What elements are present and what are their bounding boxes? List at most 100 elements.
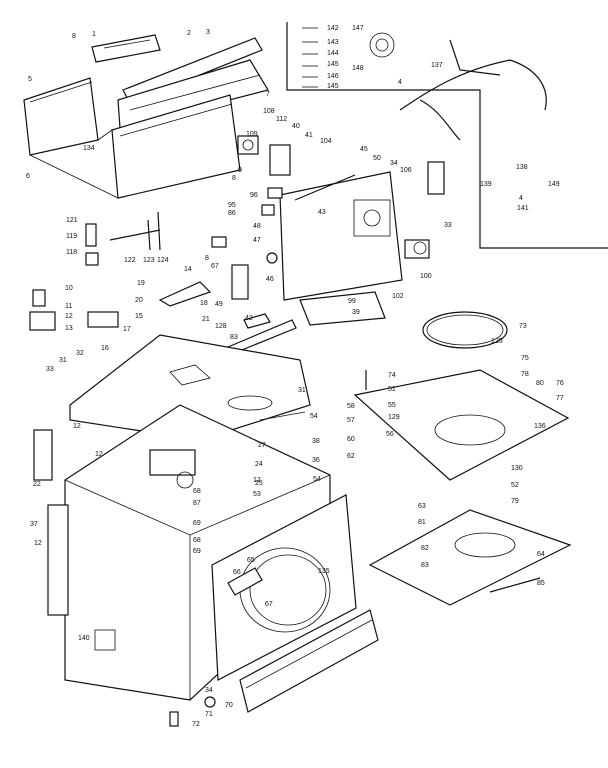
callout-c-56: 56 bbox=[386, 431, 394, 438]
valve-parts-group bbox=[29, 211, 161, 331]
callout-c-41: 41 bbox=[305, 132, 313, 139]
callout-c-67a: 67 bbox=[211, 263, 219, 270]
callout-c-95: 95 bbox=[228, 202, 236, 209]
callout-c-69a: 69 bbox=[193, 520, 201, 527]
callout-c-21: 21 bbox=[202, 316, 210, 323]
callout-c-36: 36 bbox=[312, 457, 320, 464]
callout-c-55: 55 bbox=[388, 402, 396, 409]
callout-c-148: 148 bbox=[352, 65, 364, 72]
callout-c-83b: 83 bbox=[421, 562, 429, 569]
callout-c-147: 147 bbox=[352, 25, 364, 32]
callout-c-25: 25 bbox=[255, 480, 263, 487]
callout-c-11: 11 bbox=[65, 303, 72, 310]
callout-c-68b: 68 bbox=[193, 537, 201, 544]
callout-c-31a: 31 bbox=[59, 357, 67, 364]
callout-c-141: 141 bbox=[517, 205, 529, 212]
callout-c-12d: 12 bbox=[95, 451, 103, 458]
callout-c-87: 87 bbox=[193, 500, 201, 507]
callout-c-119: 119 bbox=[66, 233, 77, 240]
callout-c-6: 6 bbox=[26, 173, 30, 180]
callout-c-3: 3 bbox=[206, 29, 210, 36]
callout-c-74: 74 bbox=[388, 372, 396, 379]
callout-c-79: 79 bbox=[511, 498, 519, 505]
timer-bracket-group bbox=[404, 161, 445, 259]
callout-c-75: 75 bbox=[521, 355, 529, 362]
kick-panel-group bbox=[169, 609, 379, 727]
callout-c-145b: 145 bbox=[327, 83, 339, 90]
callout-c-54b: 54 bbox=[313, 476, 321, 483]
callout-c-13: 13 bbox=[65, 325, 73, 332]
callout-c-100: 100 bbox=[420, 273, 432, 280]
callout-c-134: 134 bbox=[83, 145, 95, 152]
callout-c-50: 50 bbox=[373, 155, 381, 162]
callout-c-85: 85 bbox=[537, 580, 545, 587]
callout-c-51: 51 bbox=[388, 386, 396, 393]
callout-c-33b: 33 bbox=[444, 222, 452, 229]
drum-base-group bbox=[353, 311, 572, 606]
callout-c-34: 34 bbox=[205, 687, 213, 694]
callout-c-43: 43 bbox=[318, 209, 326, 216]
callout-c-53: 53 bbox=[253, 491, 261, 498]
callout-c-138: 138 bbox=[516, 164, 528, 171]
callout-c-121: 121 bbox=[66, 217, 78, 224]
control-panel-group bbox=[211, 135, 403, 326]
callout-c-39: 39 bbox=[352, 309, 360, 316]
callout-c-8a: 8 bbox=[72, 33, 76, 40]
callout-c-99: 99 bbox=[348, 298, 356, 305]
callout-c-140: 140 bbox=[78, 635, 90, 642]
callout-c-135: 135 bbox=[318, 568, 330, 575]
callout-c-48: 48 bbox=[253, 223, 261, 230]
callout-c-76: 76 bbox=[556, 380, 564, 387]
callout-c-16: 16 bbox=[101, 345, 109, 352]
callout-c-137: 137 bbox=[431, 62, 443, 69]
callout-c-63: 63 bbox=[418, 503, 426, 510]
callout-c-108: 108 bbox=[263, 108, 275, 115]
callout-c-139: 139 bbox=[480, 181, 492, 188]
callout-c-24: 24 bbox=[255, 461, 263, 468]
callout-c-45: 45 bbox=[360, 146, 368, 153]
callout-c-22: 22 bbox=[33, 481, 41, 488]
top-cover-group bbox=[69, 334, 311, 441]
callout-c-12e: 12 bbox=[34, 540, 42, 547]
callout-c-109: 109 bbox=[246, 131, 258, 138]
callout-c-1: 1 bbox=[92, 31, 96, 38]
callout-c-18: 18 bbox=[200, 300, 208, 307]
callout-c-38: 38 bbox=[312, 438, 320, 445]
callout-c-136: 136 bbox=[534, 423, 546, 430]
callout-c-81: 81 bbox=[418, 519, 426, 526]
callout-c-68a: 68 bbox=[193, 488, 201, 495]
callout-c-2: 2 bbox=[187, 30, 191, 37]
callout-c-149: 149 bbox=[548, 181, 560, 188]
callout-c-62: 62 bbox=[347, 453, 355, 460]
front-panel-group bbox=[211, 494, 357, 681]
callout-c-33a: 33 bbox=[46, 366, 54, 373]
callout-c-58: 58 bbox=[347, 403, 355, 410]
callout-c-19: 19 bbox=[137, 280, 145, 287]
callout-c-46: 46 bbox=[266, 276, 274, 283]
callout-c-40: 40 bbox=[292, 123, 300, 130]
callout-c-122: 122 bbox=[124, 257, 136, 264]
wiring-harness-group bbox=[286, 22, 608, 249]
callout-c-70: 70 bbox=[225, 702, 233, 709]
callout-c-146: 146 bbox=[327, 73, 339, 80]
callout-c-78: 78 bbox=[521, 371, 529, 378]
callout-c-69b: 69 bbox=[193, 548, 201, 555]
callout-c-142: 142 bbox=[327, 25, 339, 32]
callout-c-10: 10 bbox=[65, 285, 73, 292]
callout-c-73: 73 bbox=[519, 323, 527, 330]
callout-c-66: 66 bbox=[233, 569, 241, 576]
callout-c-4b: 4 bbox=[519, 195, 523, 202]
callout-c-128: 128 bbox=[215, 323, 227, 330]
callout-c-96: 96 bbox=[250, 192, 258, 199]
callout-c-112: 112 bbox=[276, 116, 287, 123]
callout-c-65: 65 bbox=[247, 557, 255, 564]
callout-c-104: 104 bbox=[320, 138, 332, 145]
callout-c-49: 49 bbox=[215, 301, 223, 308]
callout-c-102: 102 bbox=[392, 293, 404, 300]
callout-c-15: 15 bbox=[135, 313, 143, 320]
callout-c-8c: 8 bbox=[205, 255, 209, 262]
callout-c-37: 37 bbox=[30, 521, 38, 528]
callout-c-144: 144 bbox=[327, 50, 339, 57]
callout-c-31b: 31 bbox=[298, 387, 306, 394]
